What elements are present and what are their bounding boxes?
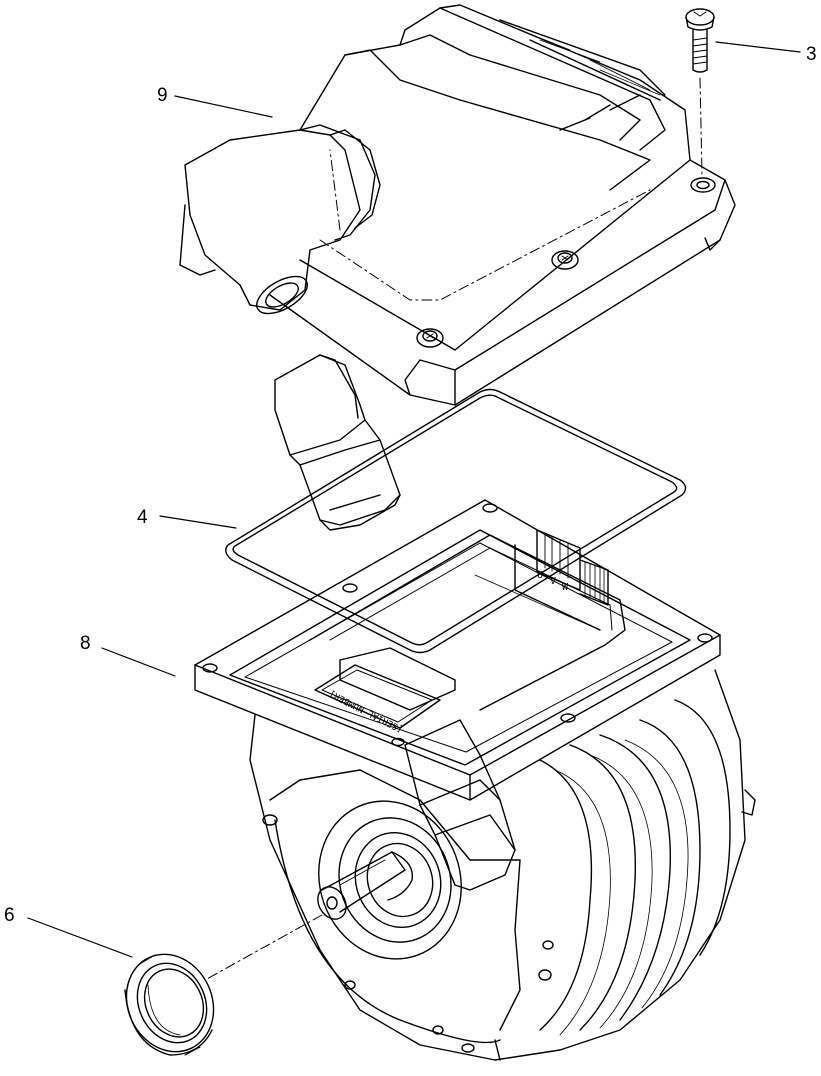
leader-line-6 (27, 917, 133, 958)
cover-part (179, 4, 736, 406)
connector-plug-upper (274, 354, 401, 531)
serial-plate: [SERIAL NUMBER] (314, 664, 441, 734)
motor-part: U V W [SERIAL NUMBER] (194, 499, 756, 1061)
motor-shaft (317, 851, 414, 920)
callout-4: 4 (137, 507, 148, 528)
seal-part (124, 953, 215, 1056)
callout-8: 8 (80, 633, 91, 654)
terminal-label-w: W (562, 582, 569, 593)
terminal-label-v: V (550, 576, 556, 587)
leader-lines (27, 41, 801, 958)
callout-3: 3 (806, 44, 817, 65)
gasket-part (225, 388, 687, 654)
callout-9: 9 (157, 85, 168, 106)
cover-bolt-1 (551, 250, 579, 270)
leader-line-9 (174, 95, 273, 118)
leader-line-4 (159, 515, 237, 529)
leader-line-3 (715, 41, 801, 53)
callout-6: 6 (4, 905, 15, 926)
terminal-label-u: U (537, 570, 543, 581)
cover-bolt-2 (416, 328, 444, 348)
screw-part (685, 8, 715, 176)
leader-line-8 (101, 647, 176, 677)
terminal-block: U V W (536, 529, 609, 606)
